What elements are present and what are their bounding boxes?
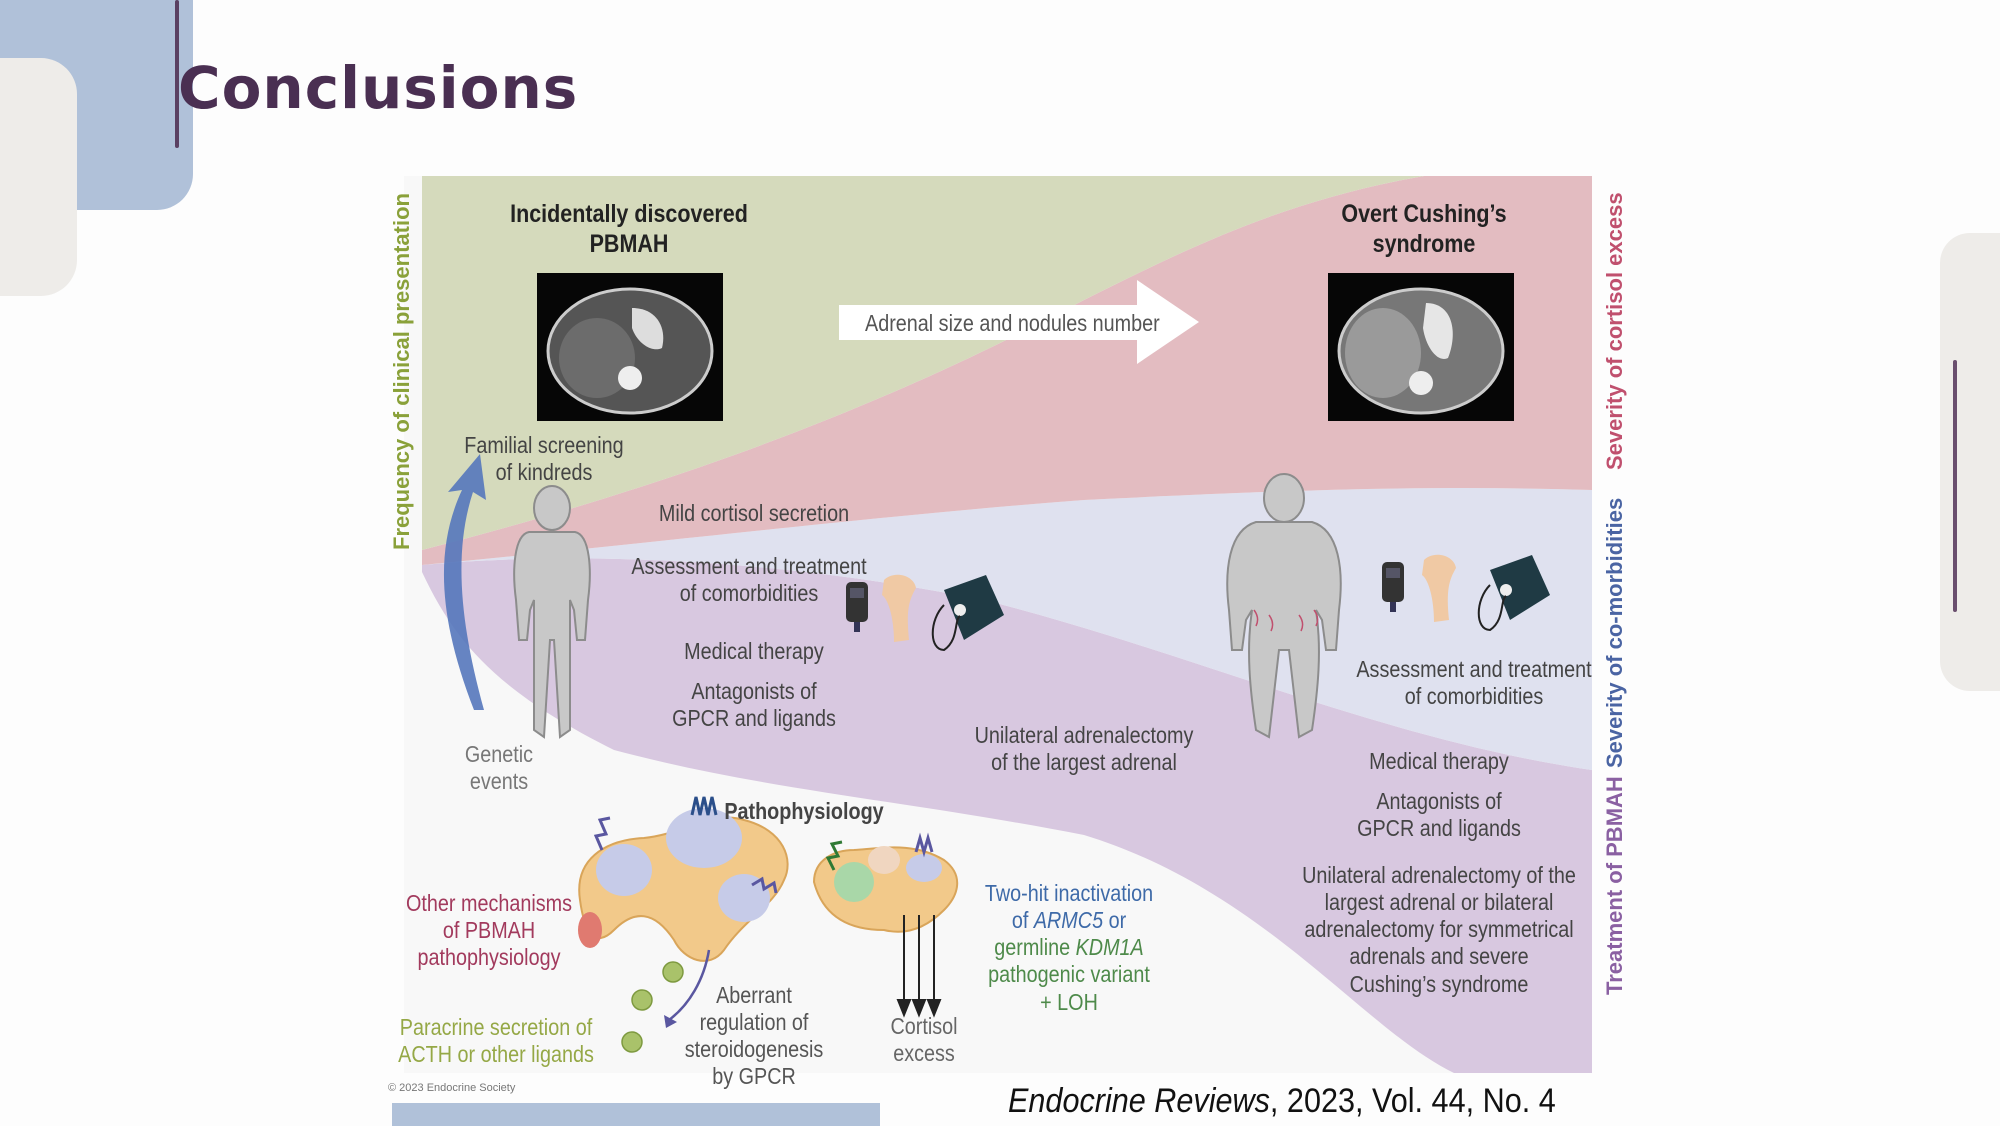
text-line: by GPCR (712, 1063, 796, 1090)
copyright-text: © 2023 Endocrine Society (388, 1082, 516, 1094)
text-line: of comorbidities (1404, 683, 1544, 710)
decorative-grey-block (0, 58, 77, 296)
pathophysiology-heading: Pathophysiology (724, 798, 884, 824)
femur-bone-icon-right (1422, 554, 1456, 622)
text-line: of PBMAH (442, 917, 536, 944)
text-line: GPCR and ligands (672, 705, 836, 732)
text-span: germline (994, 934, 1076, 961)
heading-line: syndrome (1372, 229, 1476, 258)
two-hit-text: Two-hit inactivation of ARMC5 or germlin… (970, 880, 1168, 1016)
text-line: Assessment and treatment (631, 553, 867, 579)
text-line: of kindreds (495, 459, 593, 486)
heading-line: Incidentally discovered (510, 200, 748, 228)
text-line: pathogenic variant (988, 961, 1150, 988)
heading-line: Overt Cushing’s (1341, 200, 1507, 228)
text-line: Cortisol (890, 1013, 958, 1039)
text-line: excess (893, 1040, 955, 1067)
unilateral-left-text: Unilateral adrenalectomy of the largest … (946, 722, 1221, 776)
text-line: Antagonists of (691, 678, 817, 704)
text-line: largest adrenal or bilateral (1324, 889, 1554, 916)
text-line: Unilateral adrenalectomy (974, 722, 1194, 748)
text-line: pathophysiology (417, 944, 561, 971)
text-line: germline KDM1A (970, 934, 1168, 961)
citation: Endocrine Reviews, 2023, Vol. 44, No. 4 (1008, 1082, 1556, 1121)
adrenal-cell-left (578, 796, 789, 962)
familial-screening-text: Familial screening of kindreds (441, 432, 647, 486)
text-line: Paracrine secretion of (399, 1014, 593, 1040)
other-mechanisms-text: Other mechanisms of PBMAH pathophysiolog… (399, 890, 580, 971)
cortisol-arrows (896, 915, 942, 1018)
gene-armc5: ARMC5 (1033, 907, 1104, 934)
cortisol-severity-label: Severity of cortisol excess (1602, 192, 1627, 470)
comorbidity-severity-label: Severity of co-morbidities (1602, 497, 1627, 768)
cortisol-excess-text: Cortisol excess (872, 1013, 975, 1067)
side-panel (1940, 233, 2000, 691)
frequency-band (422, 176, 1424, 550)
aberrant-regulation-text: Aberrant regulation of steroidogenesis b… (668, 982, 840, 1091)
text-line: ACTH or other ligands (398, 1041, 594, 1068)
patient-figure-left (513, 485, 591, 739)
genetic-events-text: Genetic events (443, 741, 555, 795)
text-line: regulation of (699, 1009, 809, 1036)
antagonists-right-text: Antagonists of GPCR and ligands (1314, 788, 1563, 842)
surgery-right-text: Unilateral adrenalectomy of the largest … (1267, 862, 1611, 998)
blood-pressure-cuff-icon-left (931, 575, 1004, 652)
assessment-right-text: Assessment and treatment of comorbiditie… (1328, 656, 1620, 710)
text-line: + LOH (1040, 988, 1098, 1015)
treatment-axis-label: Treatment of PBMAH (1602, 776, 1627, 995)
citation-journal: Endocrine Reviews (1008, 1082, 1270, 1120)
text-line: of ARMC5 or (970, 907, 1168, 934)
text-line: Familial screening (464, 432, 624, 458)
heading-line: PBMAH (589, 229, 669, 258)
heading-incidental-pbmah: Incidentally discovered PBMAH (504, 200, 753, 259)
text-line: Aberrant (716, 982, 792, 1008)
text-line: adrenals and severe (1349, 943, 1529, 970)
frequency-axis-label: Frequency of clinical presentation (389, 193, 414, 550)
femur-bone-icon-left (882, 574, 916, 642)
citation-details: , 2023, Vol. 44, No. 4 (1269, 1082, 1556, 1120)
text-line: Two-hit inactivation (984, 880, 1154, 906)
blood-pressure-cuff-icon-right (1477, 555, 1550, 632)
text-line: GPCR and ligands (1357, 815, 1521, 842)
text-span: of (1011, 907, 1034, 934)
decorative-bottom-bar (392, 1103, 880, 1126)
ct-scan-right-image (1328, 273, 1514, 421)
text-line: Cushing’s syndrome (1349, 970, 1529, 997)
text-line: Genetic (464, 741, 534, 767)
ligand-dots (621, 961, 684, 1053)
genetic-events-arrow (443, 454, 486, 710)
text-span: or (1103, 907, 1127, 934)
text-line: Assessment and treatment (1356, 656, 1592, 682)
heading-overt-cushings: Overt Cushing’s syndrome (1304, 200, 1545, 259)
assessment-left-text: Assessment and treatment of comorbiditie… (603, 553, 895, 607)
slide-title: Conclusions (178, 54, 579, 122)
text-line: Unilateral adrenalectomy of the (1302, 862, 1576, 888)
text-line: adrenalectomy for symmetrical (1304, 916, 1574, 943)
antagonists-left-text: Antagonists of GPCR and ligands (638, 678, 870, 732)
text-line: Other mechanisms (405, 890, 572, 916)
patient-figure-right (1226, 473, 1342, 739)
medical-therapy-right-text: Medical therapy (1369, 748, 1509, 774)
glucometer-icon-left (846, 582, 868, 632)
text-line: of the largest adrenal (991, 749, 1177, 776)
title-accent-rule (175, 0, 179, 148)
pbmah-figure: Incidentally discovered PBMAH Overt Cush… (384, 170, 1634, 1100)
adrenal-cell-right (812, 832, 959, 933)
treatment-band (422, 558, 1592, 1073)
glucometer-icon-right (1382, 562, 1404, 612)
text-line: events (469, 768, 529, 795)
side-panel-rule (1953, 360, 1957, 612)
progress-arrow-label: Adrenal size and nodules number (865, 310, 1160, 336)
text-line: steroidogenesis (684, 1036, 824, 1063)
aberrant-arrow (668, 949, 711, 1021)
progress-arrow (839, 280, 1199, 364)
text-line: Antagonists of (1376, 788, 1502, 814)
medical-therapy-left-text: Medical therapy (684, 638, 824, 664)
text-line: of comorbidities (679, 580, 819, 607)
mild-cortisol-text: Mild cortisol secretion (658, 500, 850, 526)
cortisol-band (422, 176, 1592, 565)
gene-kdm1a: KDM1A (1075, 934, 1144, 961)
paracrine-text: Paracrine secretion of ACTH or other lig… (393, 1014, 599, 1068)
ct-scan-left-image (537, 273, 723, 421)
